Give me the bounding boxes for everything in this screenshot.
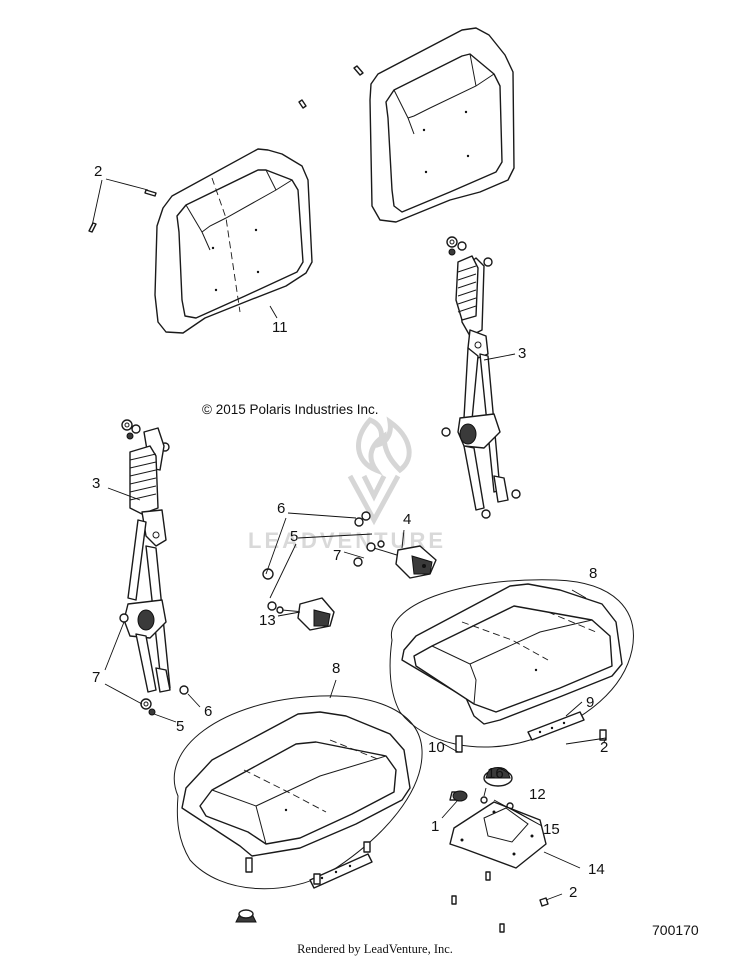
callout-2: 2 [94, 163, 102, 180]
backrest-left [154, 148, 313, 334]
seatbelt-right [441, 236, 521, 519]
watermark-logo: LEADVENTURE [248, 416, 443, 553]
callout-7: 7 [92, 669, 100, 686]
backrest-screws [88, 65, 364, 233]
callout-12: 12 [529, 786, 546, 803]
callout-7: 7 [333, 547, 341, 564]
callout-15: 15 [543, 821, 560, 838]
callout-6: 6 [204, 703, 212, 720]
callout-labels: 2 11 3 3 6 4 5 7 8 13 7 8 6 9 5 10 2 16 … [92, 163, 608, 901]
callout-5: 5 [176, 718, 184, 735]
buckle-4 [353, 511, 437, 579]
callout-1: 1 [431, 818, 439, 835]
callout-2: 2 [600, 739, 608, 756]
callout-9: 9 [586, 694, 594, 711]
callout-8: 8 [332, 660, 340, 677]
buckle-13 [262, 568, 335, 631]
seat-cushion-left [173, 695, 423, 890]
leader-lines [91, 178, 607, 901]
seat-bracket-hardware [235, 767, 549, 933]
callout-3: 3 [518, 345, 526, 362]
callout-14: 14 [588, 861, 605, 878]
callout-3: 3 [92, 475, 100, 492]
callout-6: 6 [277, 500, 285, 517]
seatbelt-left [119, 419, 189, 716]
drawing-number: 700170 [652, 922, 699, 938]
seat-cushion-right [389, 579, 634, 753]
rendered-by-footer: Rendered by LeadVenture, Inc. [297, 942, 453, 956]
callout-16: 16 [487, 765, 504, 782]
callout-13: 13 [259, 612, 276, 629]
copyright-notice: © 2015 Polaris Industries Inc. [202, 402, 379, 417]
callout-5: 5 [290, 528, 298, 545]
callout-4: 4 [403, 511, 411, 528]
callout-11: 11 [272, 319, 288, 336]
backrest-right [369, 27, 515, 223]
callout-10: 10 [428, 739, 445, 756]
callout-8: 8 [589, 565, 597, 582]
callout-2: 2 [569, 884, 577, 901]
